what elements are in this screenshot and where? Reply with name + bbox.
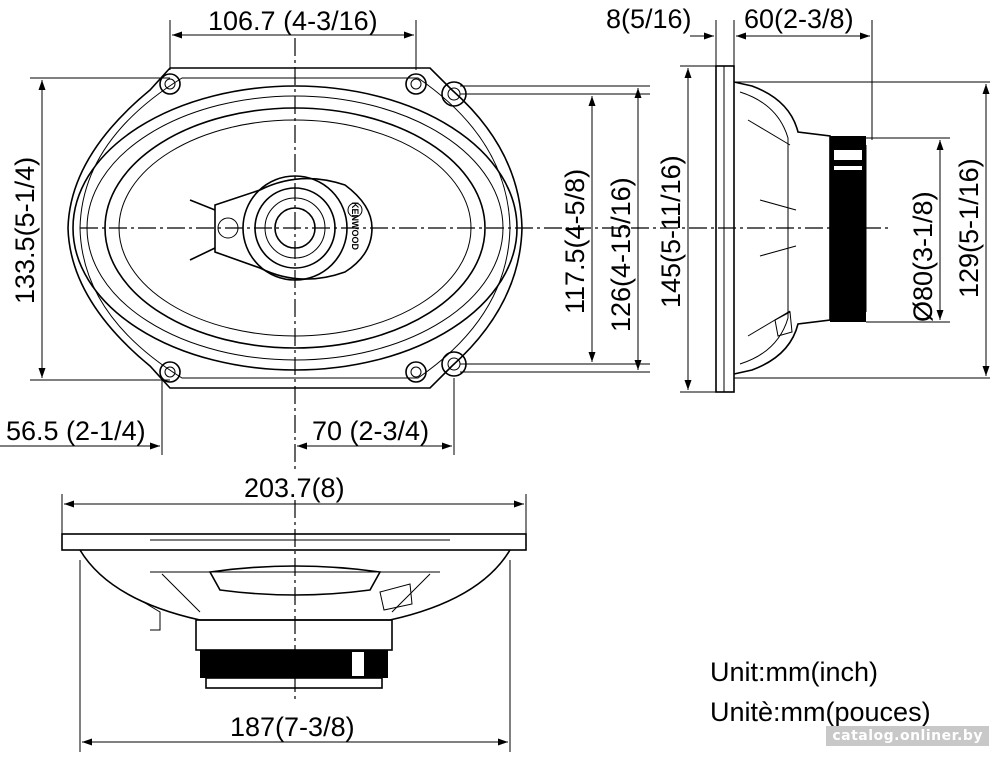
dim-flange-depth: 8(5/16) (606, 4, 692, 34)
unit-label-english: Unit:mm(inch) (710, 657, 879, 687)
dim-inner-height: 117.5(4-5/8) (560, 169, 590, 314)
dim-side-height: 145(5-11/16) (656, 155, 686, 308)
dim-basket-width: 187(7-3/8) (230, 712, 355, 742)
unit-label-french: Unitè:mm(pouces) (710, 697, 931, 727)
dim-magnet-diameter: Ø80(3-1/8) (908, 191, 938, 322)
bottom-dimensions: 203.7(8) 187(7-3/8) (61, 473, 527, 752)
side-dimensions: 8(5/16) 60(2-3/8) 145(5-11/16) Ø80(3-1/8… (606, 4, 990, 393)
dim-hole-height: 126(4-15/16) (606, 177, 636, 332)
mounting-hole-tl (159, 73, 181, 95)
front-dimensions: 106.7 (4-3/16) 133.5(5-1/4) 117.5(4-5/8)… (0, 6, 650, 455)
dim-left-offset: 56.5 (2-1/4) (6, 416, 146, 446)
front-view: KENWOOD (67, 38, 890, 470)
dim-mount-depth: 60(2-3/8) (744, 4, 854, 34)
dim-left-height: 133.5(5-1/4) (10, 157, 40, 304)
dim-right-offset: 70 (2-3/4) (312, 416, 429, 446)
dim-side-inner-height: 129(5-1/16) (954, 158, 984, 298)
watermark-text: catalog.onliner.by (826, 726, 989, 746)
brand-logo-text: KENWOOD (350, 202, 360, 250)
dim-overall-width: 203.7(8) (244, 473, 345, 503)
side-view (715, 65, 867, 393)
mounting-hole-bl (159, 361, 181, 383)
bottom-view (61, 500, 527, 700)
mounting-hole-br (405, 361, 427, 383)
mounting-hole-tr (405, 73, 427, 95)
dim-top-width: 106.7 (4-3/16) (208, 6, 378, 36)
